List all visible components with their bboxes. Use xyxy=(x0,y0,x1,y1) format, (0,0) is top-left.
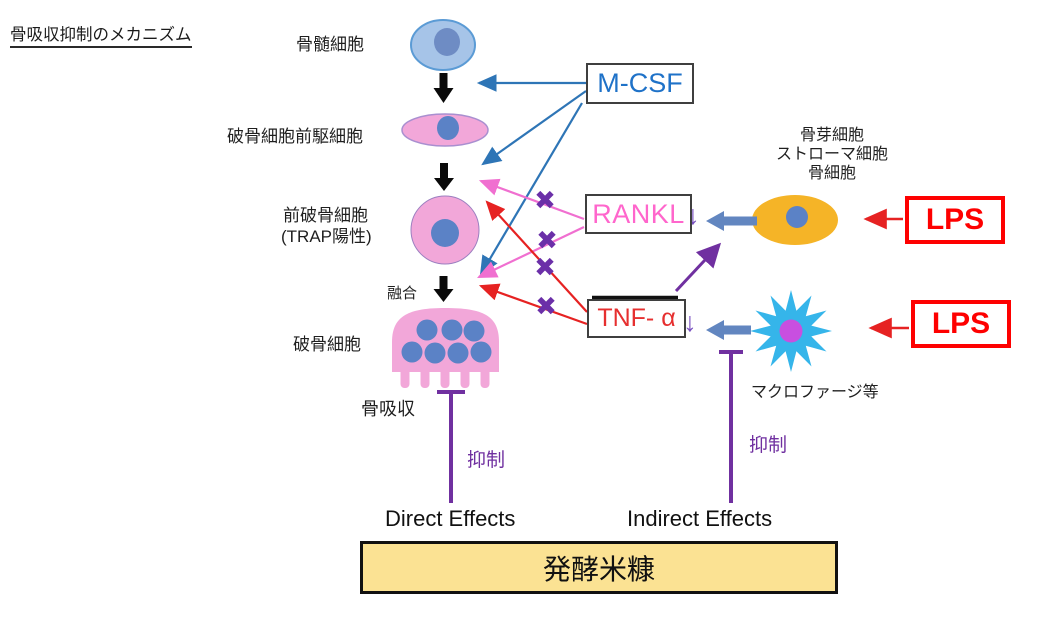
bone-resorption-label: 骨吸収 xyxy=(361,399,415,419)
pre-osteoclast-label: 前破骨細胞 xyxy=(283,206,368,225)
macrophage-label: マクロファージ等 xyxy=(751,384,879,401)
osteoclast-label: 破骨細胞 xyxy=(293,335,361,354)
inhibition-tbar-direct xyxy=(437,390,465,503)
block-cross-icon: ✖ xyxy=(534,252,556,282)
differentiation-arrow-1 xyxy=(433,73,454,103)
lps-box-macrophage: LPS xyxy=(911,300,1011,348)
lps-label: LPS xyxy=(925,203,985,236)
rankl-secretion-arrow xyxy=(706,211,757,231)
tnf-alpha-label: TNF- α xyxy=(597,304,676,332)
precursor-label: 破骨細胞前駆細胞 xyxy=(227,127,363,146)
osteoblast-stroma-label: 骨芽細胞 ストローマ細胞 骨細胞 xyxy=(768,126,896,183)
osteoclast-nuclei xyxy=(401,319,492,364)
osteoclast-cell xyxy=(392,308,499,388)
rankl-box: RANKL xyxy=(585,194,692,234)
lps-box-osteoblast: LPS xyxy=(905,196,1005,244)
pre-osteoclast-cell xyxy=(410,195,480,265)
bone-marrow-cell xyxy=(410,19,476,71)
block-cross-icon: ✖ xyxy=(536,225,558,255)
fusion-label: 融合 xyxy=(387,285,418,302)
osteoblast-cell xyxy=(752,195,838,245)
lps-label: LPS xyxy=(931,307,991,340)
bone-marrow-label: 骨髄細胞 xyxy=(296,35,364,54)
stroma-line: ストローマ細胞 xyxy=(775,146,888,163)
tnf-secretion-arrow xyxy=(706,320,751,340)
mcsf-arrows xyxy=(476,74,587,276)
mcsf-label: M-CSF xyxy=(597,68,683,98)
tnf-arrows xyxy=(478,200,588,326)
differentiation-arrow-2 xyxy=(434,163,454,191)
rankl-arrows xyxy=(477,178,585,278)
osteoblast-line: 骨芽細胞 xyxy=(799,127,864,144)
bone-cell-line: 骨細胞 xyxy=(807,165,856,182)
fermented-rice-bran-label: 発酵米糠 xyxy=(542,553,655,585)
rankl-label: RANKL xyxy=(592,198,685,229)
tnf-to-rankl-arrow xyxy=(674,242,722,293)
inhibition-label-indirect: 抑制 xyxy=(749,435,788,456)
fermented-rice-bran-box: 発酵米糠 xyxy=(360,541,838,594)
direct-effects-label: Direct Effects xyxy=(385,506,516,531)
indirect-effects-label: Indirect Effects xyxy=(627,506,773,531)
page-title: 骨吸収抑制のメカニズム xyxy=(10,26,192,48)
inhibition-label-direct: 抑制 xyxy=(467,450,506,471)
tnf-alpha-box: TNF- α xyxy=(587,299,686,338)
block-cross-icon: ✖ xyxy=(535,291,557,321)
fusion-arrow xyxy=(433,276,454,302)
osteoclast-precursor-cell xyxy=(401,113,489,147)
tnf-decrease-icon: ↓ xyxy=(683,307,697,337)
macrophage-cell xyxy=(750,290,832,372)
inhibition-tbar-indirect xyxy=(719,350,743,503)
block-cross-icon: ✖ xyxy=(534,185,556,215)
pre-osteoclast-sublabel: (TRAP陽性) xyxy=(281,227,372,246)
mcsf-box: M-CSF xyxy=(586,63,694,104)
